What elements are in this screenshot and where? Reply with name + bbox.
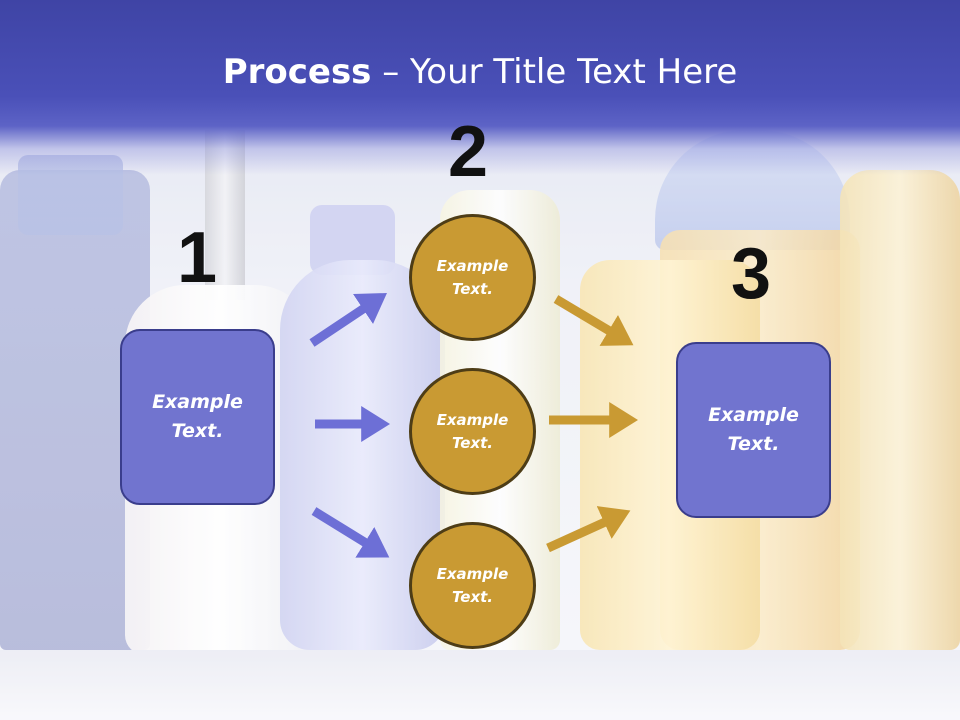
title-rest: – Your Title Text Here bbox=[371, 52, 738, 92]
reflective-floor bbox=[0, 650, 960, 720]
arrow-up-right bbox=[309, 293, 387, 347]
title-bold: Process bbox=[222, 52, 372, 92]
process-circle-top[interactable]: Example Text. bbox=[409, 214, 536, 341]
step-number-1: 1 bbox=[177, 218, 218, 298]
process-circle-bottom[interactable]: Example Text. bbox=[409, 522, 536, 649]
output-box[interactable]: Example Text. bbox=[676, 342, 831, 518]
output-box-text: Example Text. bbox=[708, 404, 799, 455]
input-box-text: Example Text. bbox=[152, 391, 243, 442]
step-number-3: 3 bbox=[731, 234, 772, 314]
bottle-amber bbox=[840, 170, 960, 650]
slide-title[interactable]: Process – Your Title Text Here bbox=[0, 52, 960, 92]
arrow-down-right bbox=[311, 507, 390, 558]
circle-text: Example Text. bbox=[436, 564, 509, 606]
circle-text: Example Text. bbox=[436, 410, 509, 452]
process-circle-middle[interactable]: Example Text. bbox=[409, 368, 536, 495]
step-number-2: 2 bbox=[448, 112, 489, 192]
circle-text: Example Text. bbox=[436, 256, 509, 298]
title-band bbox=[0, 0, 960, 175]
input-box[interactable]: Example Text. bbox=[120, 329, 275, 505]
arrow-down-right-gold bbox=[553, 295, 634, 346]
arrow-up-right-gold bbox=[546, 506, 631, 553]
